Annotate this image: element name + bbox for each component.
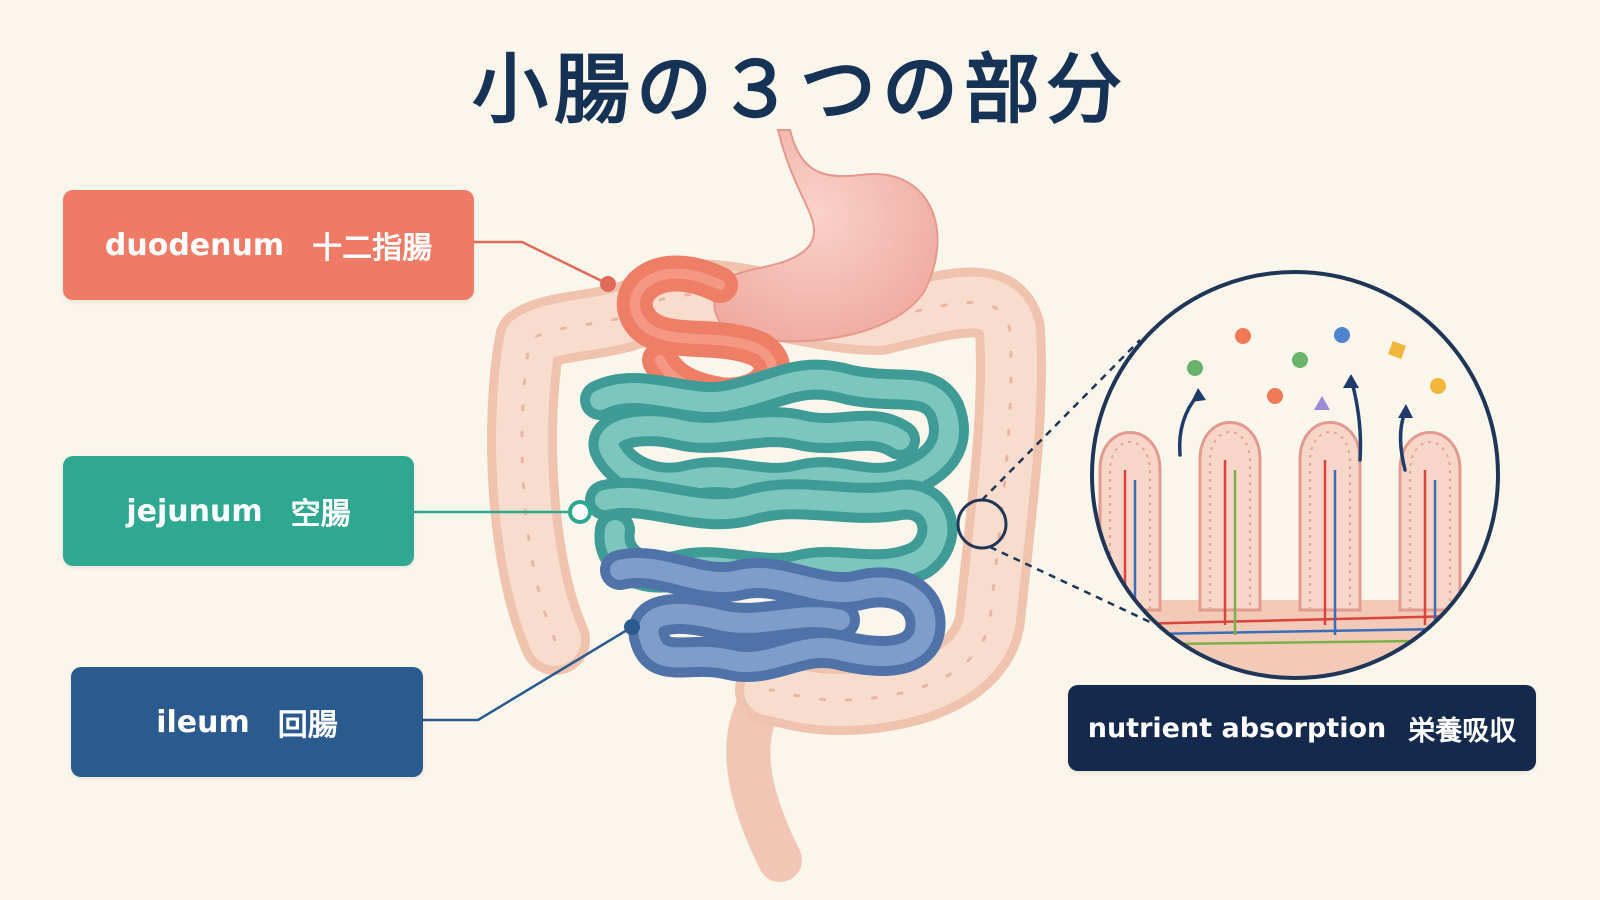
large-intestine xyxy=(487,259,1046,735)
diagram-title: 小腸の３つの部分 xyxy=(472,45,1128,134)
duodenum-label: duodenum 十二指腸 xyxy=(63,190,474,300)
nutrient-absorption-label-en: nutrient absorption xyxy=(1087,712,1387,744)
ileum-leader xyxy=(423,625,633,722)
jejunum xyxy=(580,359,969,593)
ileum-label-en: ileum xyxy=(156,704,250,740)
nutrient-absorption-label-jp: 栄養吸収 xyxy=(1408,715,1517,747)
ileum-label: ileum 回腸 xyxy=(71,667,423,777)
zoom-connector-top xyxy=(981,339,1141,501)
jejunum-label-jp: 空腸 xyxy=(290,497,351,532)
ileum-dot xyxy=(624,619,640,635)
duodenum-label-en: duodenum xyxy=(104,227,285,263)
nutrient-absorption-label: nutrient absorption 栄養吸収 xyxy=(1068,685,1536,771)
duodenum-label-jp: 十二指腸 xyxy=(312,231,433,266)
jejunum-label: jejunum 空腸 xyxy=(63,456,414,566)
jejunum-dot xyxy=(568,500,592,524)
ileum xyxy=(600,547,946,683)
duodenum-dot xyxy=(600,276,616,292)
duodenum-leader xyxy=(474,240,609,286)
ileum-label-jp: 回腸 xyxy=(277,708,338,743)
zoom-connector-bottom xyxy=(989,545,1151,624)
villi-magnified-view xyxy=(1090,270,1500,680)
stomach xyxy=(713,129,939,343)
jejunum-label-en: jejunum xyxy=(126,493,263,529)
